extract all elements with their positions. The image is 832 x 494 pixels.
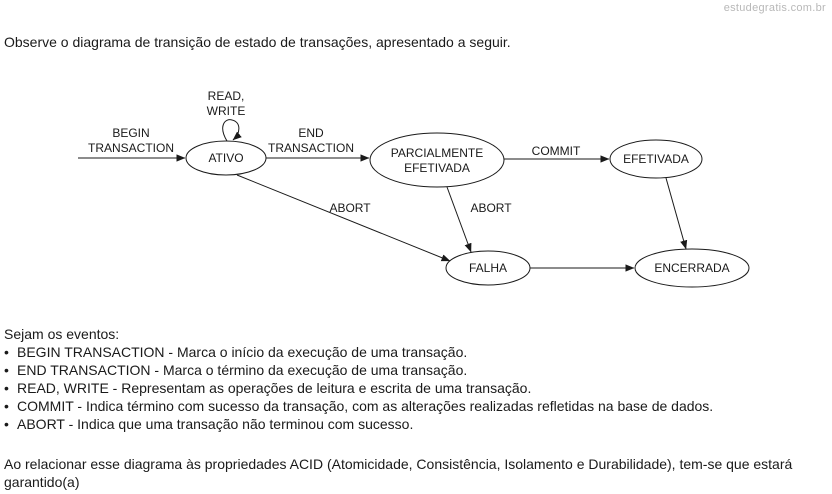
events-heading: Sejam os eventos: [4, 326, 120, 342]
event-item-commit: COMMIT - Indica término com sucesso da t… [4, 397, 713, 415]
transition-end-label-line2: TRANSACTION [268, 141, 354, 155]
transition-begin-label-line1: BEGIN [112, 126, 149, 140]
arrow-abort-from-parcial [446, 186, 472, 253]
state-ativo-label: ATIVO [208, 151, 243, 165]
state-encerrada-ellipse [634, 248, 750, 288]
watermark: estudegratis.com.br [723, 2, 826, 14]
transition-abort-parcial-label: ABORT [470, 201, 512, 215]
arrow-read-write-loop [222, 119, 242, 142]
question-text: Ao relacionar esse diagrama às proprieda… [4, 456, 793, 490]
event-item-read-write: READ, WRITE - Representam as operações d… [4, 379, 713, 397]
arrow-abort-from-ativo [236, 174, 451, 262]
state-encerrada-label: ENCERRADA [654, 261, 729, 275]
state-parcial-label-line1: PARCIALMENTE [391, 146, 483, 160]
state-parcialmente-efetivada-ellipse [369, 132, 505, 188]
event-item-abort: ABORT - Indica que uma transação não ter… [4, 415, 713, 433]
transition-commit-label: COMMIT [532, 144, 581, 158]
intro-text: Observe o diagrama de transição de estad… [4, 34, 511, 50]
transition-readwrite-label-line1: READ, [208, 89, 245, 103]
state-transition-diagram: ATIVO PARCIALMENTE EFETIVADA EFETIVADA F… [78, 89, 750, 288]
transition-abort-ativo-label: ABORT [329, 201, 371, 215]
state-falha-label: FALHA [469, 261, 507, 275]
transition-end-label-line1: END [298, 126, 324, 140]
events-list: BEGIN TRANSACTION - Marca o início da ex… [4, 343, 713, 433]
transition-begin-label-line2: TRANSACTION [88, 141, 174, 155]
event-item-end-transaction: END TRANSACTION - Marca o término da exe… [4, 361, 713, 379]
transition-readwrite-label-line2: WRITE [207, 104, 246, 118]
state-parcial-label-line2: EFETIVADA [404, 161, 470, 175]
arrow-efetivada-to-encerrada [665, 177, 688, 250]
events-section: Sejam os eventos: BEGIN TRANSACTION - Ma… [4, 325, 713, 433]
event-item-begin-transaction: BEGIN TRANSACTION - Marca o início da ex… [4, 343, 713, 361]
state-efetivada-label: EFETIVADA [623, 152, 689, 166]
state-efetivada-ellipse [609, 139, 703, 179]
